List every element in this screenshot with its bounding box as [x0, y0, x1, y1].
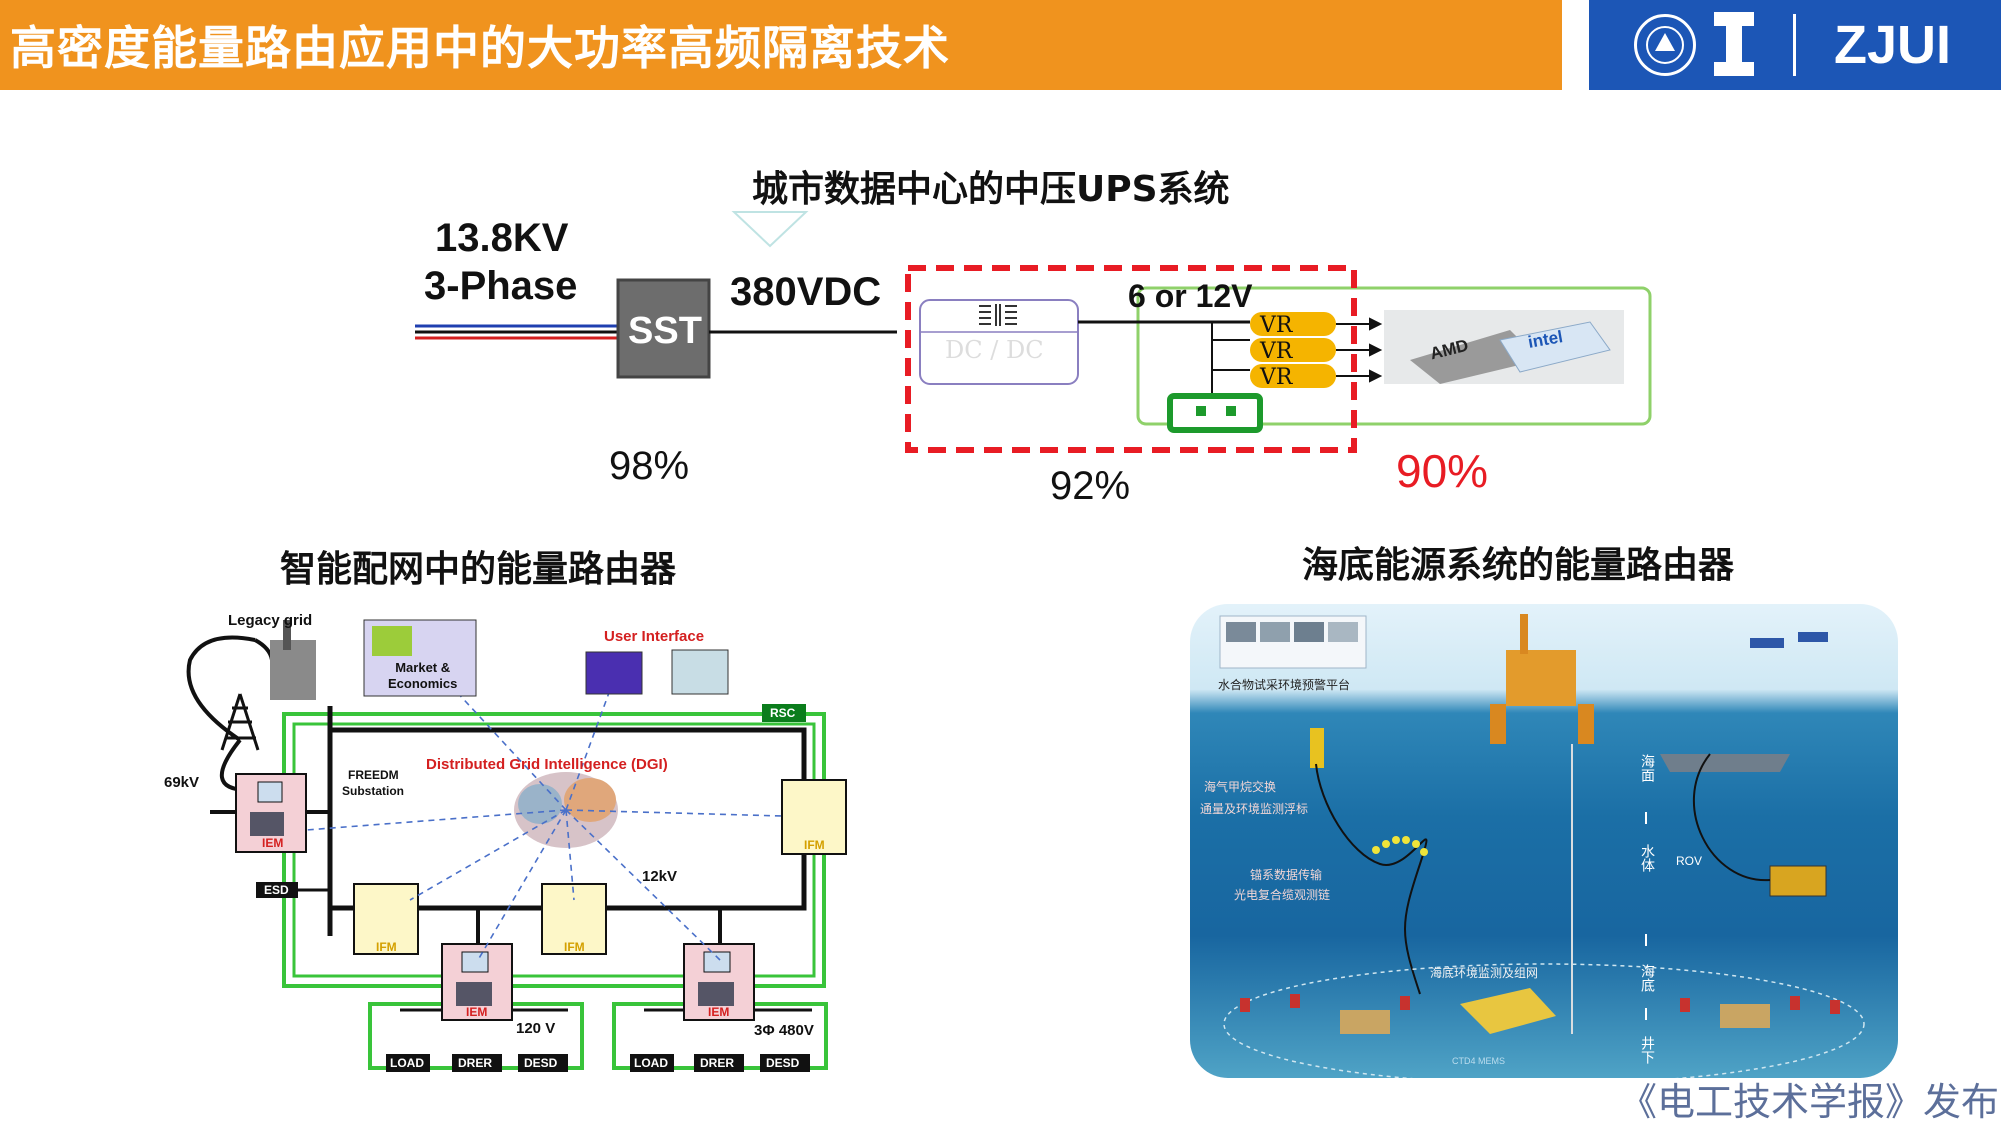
market-label: Market & Economics [388, 660, 458, 691]
esd-label: ESD [264, 883, 289, 897]
page-title: 高密度能量路由应用中的大功率高频隔离技术 [10, 21, 950, 75]
note-small-ids: CTD4 MEMS [1452, 1056, 1506, 1066]
load-left-2-box [452, 1054, 502, 1072]
kv69-label: 69kV [164, 774, 200, 791]
university-seal-icon [1634, 14, 1696, 76]
market-box [363, 619, 477, 697]
monitor-2-icon [671, 649, 729, 695]
load-right-1-box [630, 1054, 674, 1072]
note-mooring: 锚系数据传输 [1250, 868, 1323, 882]
v120-label: 120 V [516, 1020, 556, 1037]
dcdc-module [919, 299, 1079, 385]
vr-module-3 [1250, 364, 1336, 388]
server-box [1136, 286, 1652, 426]
vr-module-1 [1250, 312, 1336, 336]
seabed-label: 海底 [1640, 964, 1656, 992]
power-plant-icon [270, 640, 316, 700]
dcdc-label: DC / DC [945, 336, 1044, 364]
ifm-right-box [781, 779, 847, 855]
ifm-1-label: IFM [376, 940, 397, 954]
logo-text: ZJUI [1834, 15, 1952, 75]
iem-bottom-2-label: IEM [708, 1005, 730, 1019]
note-seabed-network: 海底环境监测及组网 [1430, 966, 1539, 980]
total-efficiency: 90% [1396, 445, 1489, 497]
load-left-1-label: LOAD [390, 1056, 424, 1070]
kv12-label: 12kV [642, 868, 678, 885]
sea-surface-label: 海面 [1640, 754, 1656, 782]
subsea-heading: 海底能源系统的能量路由器 [1302, 545, 1735, 586]
title-bar [0, 0, 1562, 90]
water-column-label: 水体 [1640, 844, 1656, 872]
note-cable: 光电复合缆观测链 [1234, 888, 1331, 902]
ifm-2-label: IFM [564, 940, 585, 954]
rsc-box [762, 704, 806, 722]
subsea-scene-image: 水合物试采环境预警平台 海面 水体 海底 井下 ROV 海气甲烷交换 通量及环境… [1190, 604, 1898, 1078]
vr-arrows [1336, 317, 1383, 383]
triangle-marker-icon [731, 211, 809, 248]
legacy-grid-label: Legacy grid [228, 612, 313, 629]
platform-label: 水合物试采环境预警平台 [1218, 678, 1351, 692]
vr-label-3: VR [1260, 365, 1293, 390]
dcdc-dashed-box [905, 265, 1357, 453]
vr-module-2 [1250, 338, 1336, 362]
load-left-1-box [386, 1054, 430, 1072]
ifm-2-box [541, 883, 607, 955]
dgi-label: Distributed Grid Intelligence (DGI) [426, 756, 668, 773]
rov-label: ROV [1676, 854, 1703, 868]
vr-label-2: VR [1260, 339, 1293, 364]
input-phase-label: 3-Phase [424, 264, 578, 308]
ifm-1-box [353, 883, 419, 955]
freedm-label: FREEDM [348, 768, 399, 782]
dc-bus-voltage-label: 380VDC [730, 270, 882, 314]
vr-label-1: VR [1260, 313, 1293, 338]
load-right-2-box [694, 1054, 744, 1072]
illinois-i-icon [1714, 12, 1754, 76]
sst-box [616, 278, 711, 379]
note-buoy: 通量及环境监测浮标 [1200, 802, 1309, 816]
footer-watermark: 《电工技术学报》发布 [1618, 1080, 1999, 1124]
output-voltage-label: 6 or 12V [1128, 278, 1253, 314]
substation-label: Substation [342, 784, 404, 798]
user-interface-label: User Interface [604, 628, 705, 645]
rsc-label: RSC [770, 706, 796, 720]
load-left-3-box [518, 1054, 568, 1072]
iem-left-label: IEM [262, 836, 284, 850]
downhole-label: 井下 [1640, 1036, 1656, 1064]
load-left-3-label: DESD [524, 1056, 558, 1070]
dgi-links [305, 689, 783, 961]
iem-bottom-1-label: IEM [466, 1005, 488, 1019]
load-right-3-box [760, 1054, 810, 1072]
transmission-tower-icon [220, 693, 260, 751]
capacitor-icon [1167, 393, 1263, 433]
input-voltage-label: 13.8KV [435, 216, 569, 260]
sst-efficiency: 98% [609, 444, 690, 488]
monitor-1-icon [585, 651, 643, 695]
esd-box [256, 882, 298, 898]
load-right-1-label: LOAD [634, 1056, 668, 1070]
logo-divider [1793, 14, 1796, 76]
load-right-2-label: DRER [700, 1056, 735, 1070]
load-left-2-label: DRER [458, 1056, 493, 1070]
note-methane: 海气甲烷交换 [1204, 780, 1277, 794]
v480-label: 3Φ 480V [754, 1022, 814, 1039]
ups-heading: 城市数据中心的中压UPS系统 [752, 169, 1230, 210]
sst-label: SST [628, 310, 702, 352]
ifm-right-label: IFM [804, 838, 825, 852]
transformer-icon [979, 304, 1017, 326]
grid-heading: 智能配网中的能量路由器 [280, 549, 677, 590]
dcdc-efficiency: 92% [1050, 464, 1131, 508]
load-right-3-label: DESD [766, 1056, 800, 1070]
